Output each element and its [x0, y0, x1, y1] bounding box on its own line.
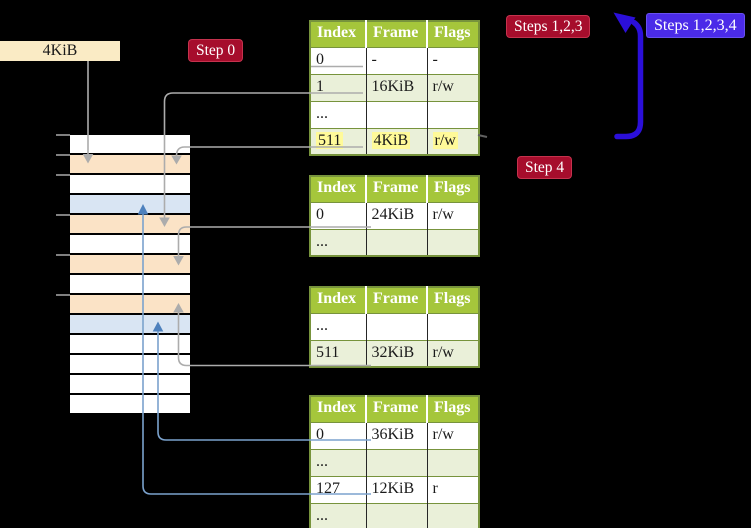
table-cell: 4KiB: [366, 127, 428, 155]
table-row: 0--: [310, 46, 479, 74]
badge-step-4: Step 4: [517, 156, 573, 179]
table-cell: [366, 502, 428, 528]
table-cell: 511: [310, 127, 367, 155]
column-header-frame: Frame: [366, 21, 428, 47]
big-steps-arrow-shaft: [614, 19, 644, 140]
memory-tick-marks: [56, 134, 70, 296]
memory-frame-page-table: [70, 295, 190, 315]
column-header-flags: Flags: [427, 176, 479, 202]
big-steps-arrow: [613, 12, 644, 140]
table-cell: 127: [310, 475, 367, 503]
table-cell: 0: [310, 46, 367, 74]
table-cell: 0: [310, 201, 367, 229]
table-cell: 0: [310, 421, 367, 449]
badge-steps-1-2-3: Steps 1,2,3: [506, 15, 591, 38]
table-cell: [427, 502, 479, 528]
table-cell: -: [427, 46, 479, 74]
column-header-flags: Flags: [427, 21, 479, 47]
page-size-label: 4KiB: [0, 41, 120, 61]
memory-frame-page-table: [70, 155, 190, 175]
memory-frame-free: [70, 335, 190, 355]
table-row: ...: [310, 502, 479, 528]
table-cell: [366, 100, 428, 128]
memory-frame-free: [70, 395, 190, 415]
column-header-frame: Frame: [366, 176, 428, 202]
memory-frame-mapped: [70, 195, 190, 215]
table-cell: [427, 448, 479, 476]
memory-frame-free: [70, 135, 190, 155]
memory-frame-mapped: [70, 315, 190, 335]
highlighted-value: r/w: [432, 131, 458, 149]
column-header-frame: Frame: [366, 287, 428, 313]
column-header-index: Index: [310, 176, 367, 202]
table-cell: ...: [310, 448, 367, 476]
table-cell: -: [366, 46, 428, 74]
memory-frame-free: [70, 175, 190, 195]
table-cell: [427, 228, 479, 256]
table-cell: [366, 228, 428, 256]
memory-frame-free: [70, 235, 190, 255]
table-cell: 12KiB: [366, 475, 428, 503]
table-row: ...: [310, 448, 479, 476]
table-row: 511 4KiB r/w: [310, 127, 479, 155]
table-cell: ...: [310, 312, 367, 340]
big-steps-arrowhead: [613, 12, 636, 33]
table-cell: r/w: [427, 201, 479, 229]
highlighted-value: 511: [316, 131, 344, 149]
column-header-index: Index: [310, 21, 367, 47]
column-header-index: Index: [310, 287, 367, 313]
table-cell: ...: [310, 228, 367, 256]
table-cell: r/w: [427, 421, 479, 449]
memory-frame-free: [70, 375, 190, 395]
table-cell: [427, 100, 479, 128]
table-cell: [366, 312, 428, 340]
table-cell: 511: [310, 339, 367, 367]
table-cell: r/w: [427, 73, 479, 101]
memory-frame-free: [70, 275, 190, 295]
table-row: ...: [310, 100, 479, 128]
table-cell: ...: [310, 100, 367, 128]
table-cell: [427, 312, 479, 340]
column-header-flags: Flags: [427, 287, 479, 313]
column-header-index: Index: [310, 396, 367, 422]
table-cell: 24KiB: [366, 201, 428, 229]
table-cell: r/w: [427, 339, 479, 367]
table-cell: 36KiB: [366, 421, 428, 449]
table-cell: r/w: [427, 127, 479, 155]
table-cell: 16KiB: [366, 73, 428, 101]
highlighted-value: 4KiB: [371, 131, 411, 149]
table-cell: 1: [310, 73, 367, 101]
table-row: ...: [310, 228, 479, 256]
table-cell: r: [427, 475, 479, 503]
table-cell: ...: [310, 502, 367, 528]
memory-frame-page-table: [70, 255, 190, 275]
table-row: ...: [310, 312, 479, 340]
memory-frame-page-table: [70, 215, 190, 235]
physical-memory-stack: [70, 135, 190, 415]
memory-frame-free: [70, 355, 190, 375]
table-cell: [366, 448, 428, 476]
column-header-frame: Frame: [366, 396, 428, 422]
column-header-flags: Flags: [427, 396, 479, 422]
table-cell: 32KiB: [366, 339, 428, 367]
badge-step-0: Step 0: [188, 39, 244, 62]
badge-steps-1-2-3-4: Steps 1,2,3,4: [646, 13, 745, 38]
